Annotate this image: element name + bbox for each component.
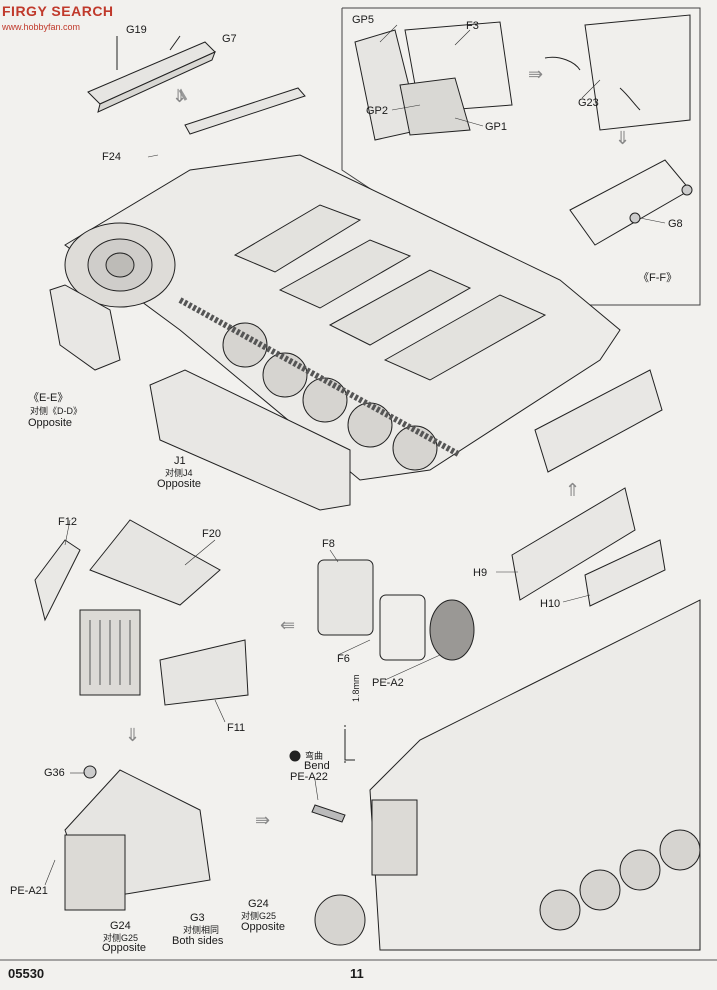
part-label: GP5 [352, 14, 375, 26]
section-label: 《E-E》 [28, 392, 69, 404]
watermark-logo: FIRGY SEARCH [2, 3, 114, 19]
part-note: Opposite [241, 921, 286, 933]
product-code: 05530 [8, 966, 45, 981]
step-arrow-icon: ⇛ [255, 810, 271, 830]
part-note: Opposite [102, 942, 147, 954]
part-note: 对侧J4 [165, 468, 193, 478]
part-label: PE-A22 [290, 771, 328, 783]
part-label: PE-A21 [10, 885, 48, 897]
part-label: F24 [102, 151, 121, 163]
part-label: H10 [540, 598, 561, 610]
part-label: G8 [668, 218, 683, 230]
part-label: G23 [578, 97, 599, 109]
bend-note: 弯曲 [305, 751, 324, 761]
watermark-url: www.hobbyfan.com [2, 22, 81, 32]
part-label: G24 [110, 920, 131, 932]
part-label: G36 [44, 767, 65, 779]
part-label: F3 [466, 20, 479, 32]
part-label: GP2 [366, 105, 389, 117]
part-note: Opposite [157, 478, 202, 490]
part-note: 对侧G25 [241, 911, 277, 921]
part-note: Both sides [172, 935, 224, 947]
part-label: G24 [248, 898, 269, 910]
step-arrow-icon: ⇚ [280, 615, 296, 635]
part-label: PE-A2 [372, 677, 404, 689]
step-arrow-icon: ⇓ [615, 128, 631, 148]
section-note: 对侧《D-D》 [30, 406, 82, 416]
page-number: 11 [350, 966, 364, 981]
part-label: F11 [227, 722, 246, 734]
part-label: F8 [322, 538, 335, 550]
part-label: F20 [202, 528, 221, 540]
bend-note: Bend [304, 760, 330, 772]
dimension-label: 1.8mm [351, 674, 361, 702]
step-arrow-icon: ⇓ [125, 725, 141, 745]
section-label: 《F-F》 [638, 272, 678, 284]
part-label: H9 [473, 567, 488, 579]
part-label: G7 [222, 33, 237, 45]
part-label: J1 [174, 455, 186, 467]
step-arrow-icon: ⇛ [528, 64, 544, 84]
part-label: G3 [190, 912, 205, 924]
part-label: F12 [58, 516, 77, 528]
part-label: GP1 [485, 121, 508, 133]
part-note: 对侧G25 [103, 933, 139, 943]
step-arrow-icon: ⇑ [565, 480, 581, 500]
section-note: Opposite [28, 417, 73, 429]
part-label: F6 [337, 653, 350, 665]
part-note: 对侧相同 [183, 925, 220, 935]
step-arrow-icon: ⇓ [172, 86, 188, 106]
part-label: G19 [126, 24, 147, 36]
